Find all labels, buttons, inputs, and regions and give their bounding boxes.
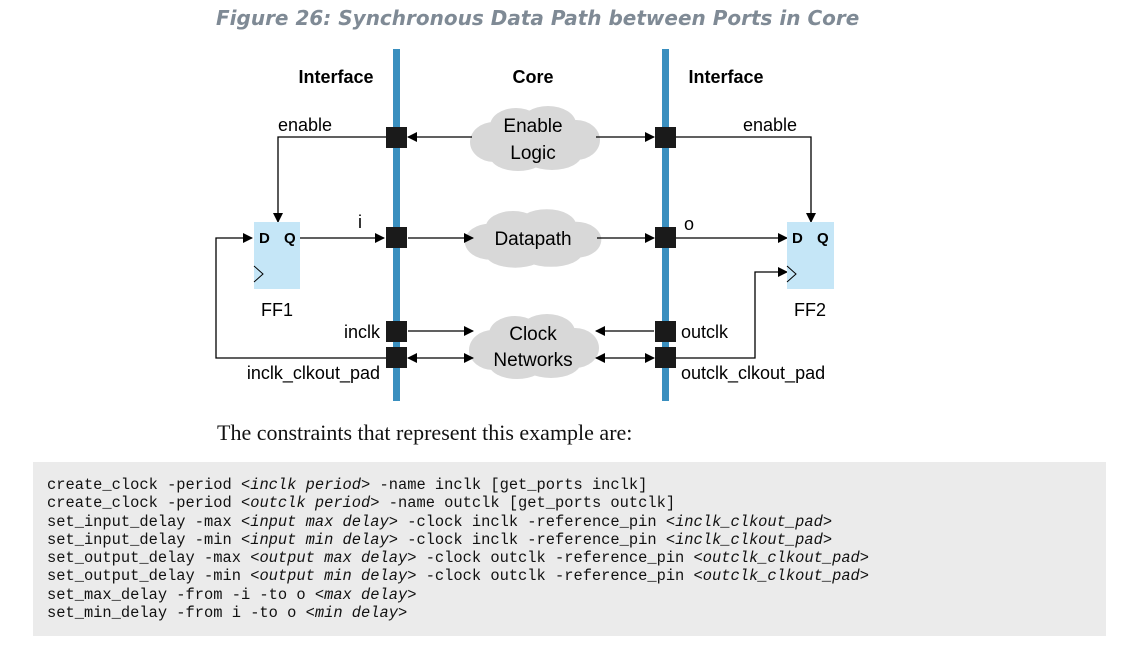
port-o: [655, 227, 676, 248]
code-text: > -clock inclk -reference_pin <: [388, 512, 676, 531]
code-text: set_input_delay -max <: [47, 512, 251, 531]
code-text: create_clock -period <: [47, 494, 251, 513]
code-text: >: [859, 567, 870, 586]
code-text: set_max_delay -from -i -to o <: [47, 585, 325, 604]
header-left-interface: Interface: [298, 67, 373, 87]
clock-networks-label-line1: Clock: [509, 324, 557, 345]
port-outclk: [655, 321, 676, 342]
enable-logic-label-line1: Enable: [503, 116, 562, 137]
code-text: > -clock outclk -reference_pin <: [407, 549, 703, 568]
code-line: set_max_delay -from -i -to o <max delay>: [47, 586, 869, 604]
datapath-label: Datapath: [494, 229, 571, 250]
figure-caption: Figure 26: Synchronous Data Path between…: [216, 6, 860, 30]
ff2-clock-input-symbol: [786, 265, 797, 283]
code-placeholder: inclk period: [250, 476, 362, 494]
header-right-interface: Interface: [688, 67, 763, 87]
port-left-enable: [386, 127, 407, 148]
code-placeholder: input max delay: [250, 512, 389, 531]
code-text: set_min_delay -from i -to o <: [47, 604, 315, 623]
code-placeholder: output min delay: [259, 567, 408, 586]
port-outclk-clkout-pad: [655, 347, 676, 368]
wire-enable-left-to-ff1: [273, 136, 386, 223]
signal-enable-right: enable: [743, 115, 797, 135]
ff1-label: FF1: [261, 300, 293, 320]
port-inclk: [386, 321, 407, 342]
code-text: > -name inclk [get_ports inclk]: [361, 476, 648, 494]
code-line: create_clock -period <inclk period> -nam…: [47, 476, 869, 494]
clock-networks-label-line2: Networks: [493, 350, 572, 371]
signal-enable-left: enable: [278, 115, 332, 135]
port-i: [386, 227, 407, 248]
code-text: > -clock outclk -reference_pin <: [407, 567, 703, 586]
code-placeholder: max delay: [324, 585, 408, 604]
enable-logic-label-line2: Logic: [510, 143, 555, 164]
code-line: create_clock -period <outclk period> -na…: [47, 494, 869, 512]
left-interface-bus: [393, 49, 400, 401]
ff2-label: FF2: [794, 300, 826, 320]
code-text: >: [822, 530, 833, 549]
signal-i: i: [358, 212, 362, 232]
code-text: set_input_delay -min <: [47, 530, 251, 549]
signal-outclk: outclk: [681, 322, 729, 342]
data-path-diagram: Interface Core Interface Enable Logic Da…: [215, 49, 834, 401]
ff2-q-pin: Q: [817, 230, 829, 247]
port-inclk-clkout-pad: [386, 347, 407, 368]
code-placeholder: input min delay: [250, 530, 389, 549]
code-line: set_output_delay -max <output max delay>…: [47, 549, 869, 567]
code-text: set_output_delay -min <: [47, 567, 260, 586]
code-text: >: [859, 549, 870, 568]
code-block: create_clock -period <inclk period> -nam…: [33, 462, 1106, 636]
code-text: create_clock -period <: [47, 476, 251, 494]
ff1-d-pin: D: [259, 230, 270, 247]
code-placeholder: outclk_clkout_pad: [702, 549, 860, 568]
wire-outclk-pad-to-ff2-clk: [676, 267, 788, 359]
code-text: >: [822, 512, 833, 531]
code-placeholder: inclk_clkout_pad: [675, 530, 823, 549]
header-core: Core: [512, 67, 553, 87]
code-line: set_min_delay -from i -to o <min delay>: [47, 604, 869, 622]
code-text: > -name outclk [get_ports outclk]: [370, 494, 676, 513]
code-line: set_output_delay -min <output min delay>…: [47, 567, 869, 585]
code-text: set_output_delay -max <: [47, 549, 260, 568]
wire-enable-right-to-ff2: [676, 136, 816, 223]
constraint-code: create_clock -period <inclk period> -nam…: [47, 476, 869, 622]
port-right-enable: [655, 127, 676, 148]
code-text: > -clock inclk -reference_pin <: [388, 530, 676, 549]
code-line: set_input_delay -min <input min delay> -…: [47, 531, 869, 549]
code-text: >: [397, 604, 408, 623]
signal-inclk-clkout-pad: inclk_clkout_pad: [247, 363, 380, 384]
signal-o: o: [684, 214, 694, 234]
signal-outclk-clkout-pad: outclk_clkout_pad: [681, 363, 825, 384]
code-placeholder: outclk period: [250, 494, 371, 513]
wire-inclk-pad-to-ff1-d: [215, 233, 386, 359]
ff1-clock-input-symbol: [253, 265, 264, 283]
right-interface-bus: [662, 49, 669, 401]
signal-inclk: inclk: [344, 322, 381, 342]
code-placeholder: outclk_clkout_pad: [702, 567, 860, 586]
code-placeholder: inclk_clkout_pad: [675, 512, 823, 531]
ff1-q-pin: Q: [284, 230, 296, 247]
code-text: >: [407, 585, 417, 604]
ff2-block: [787, 222, 834, 289]
intro-text: The constraints that represent this exam…: [217, 420, 633, 445]
ff1-block: [254, 222, 300, 289]
ff2-d-pin: D: [792, 230, 803, 247]
code-placeholder: output max delay: [259, 549, 408, 568]
code-line: set_input_delay -max <input max delay> -…: [47, 513, 869, 531]
code-placeholder: min delay: [314, 604, 398, 623]
